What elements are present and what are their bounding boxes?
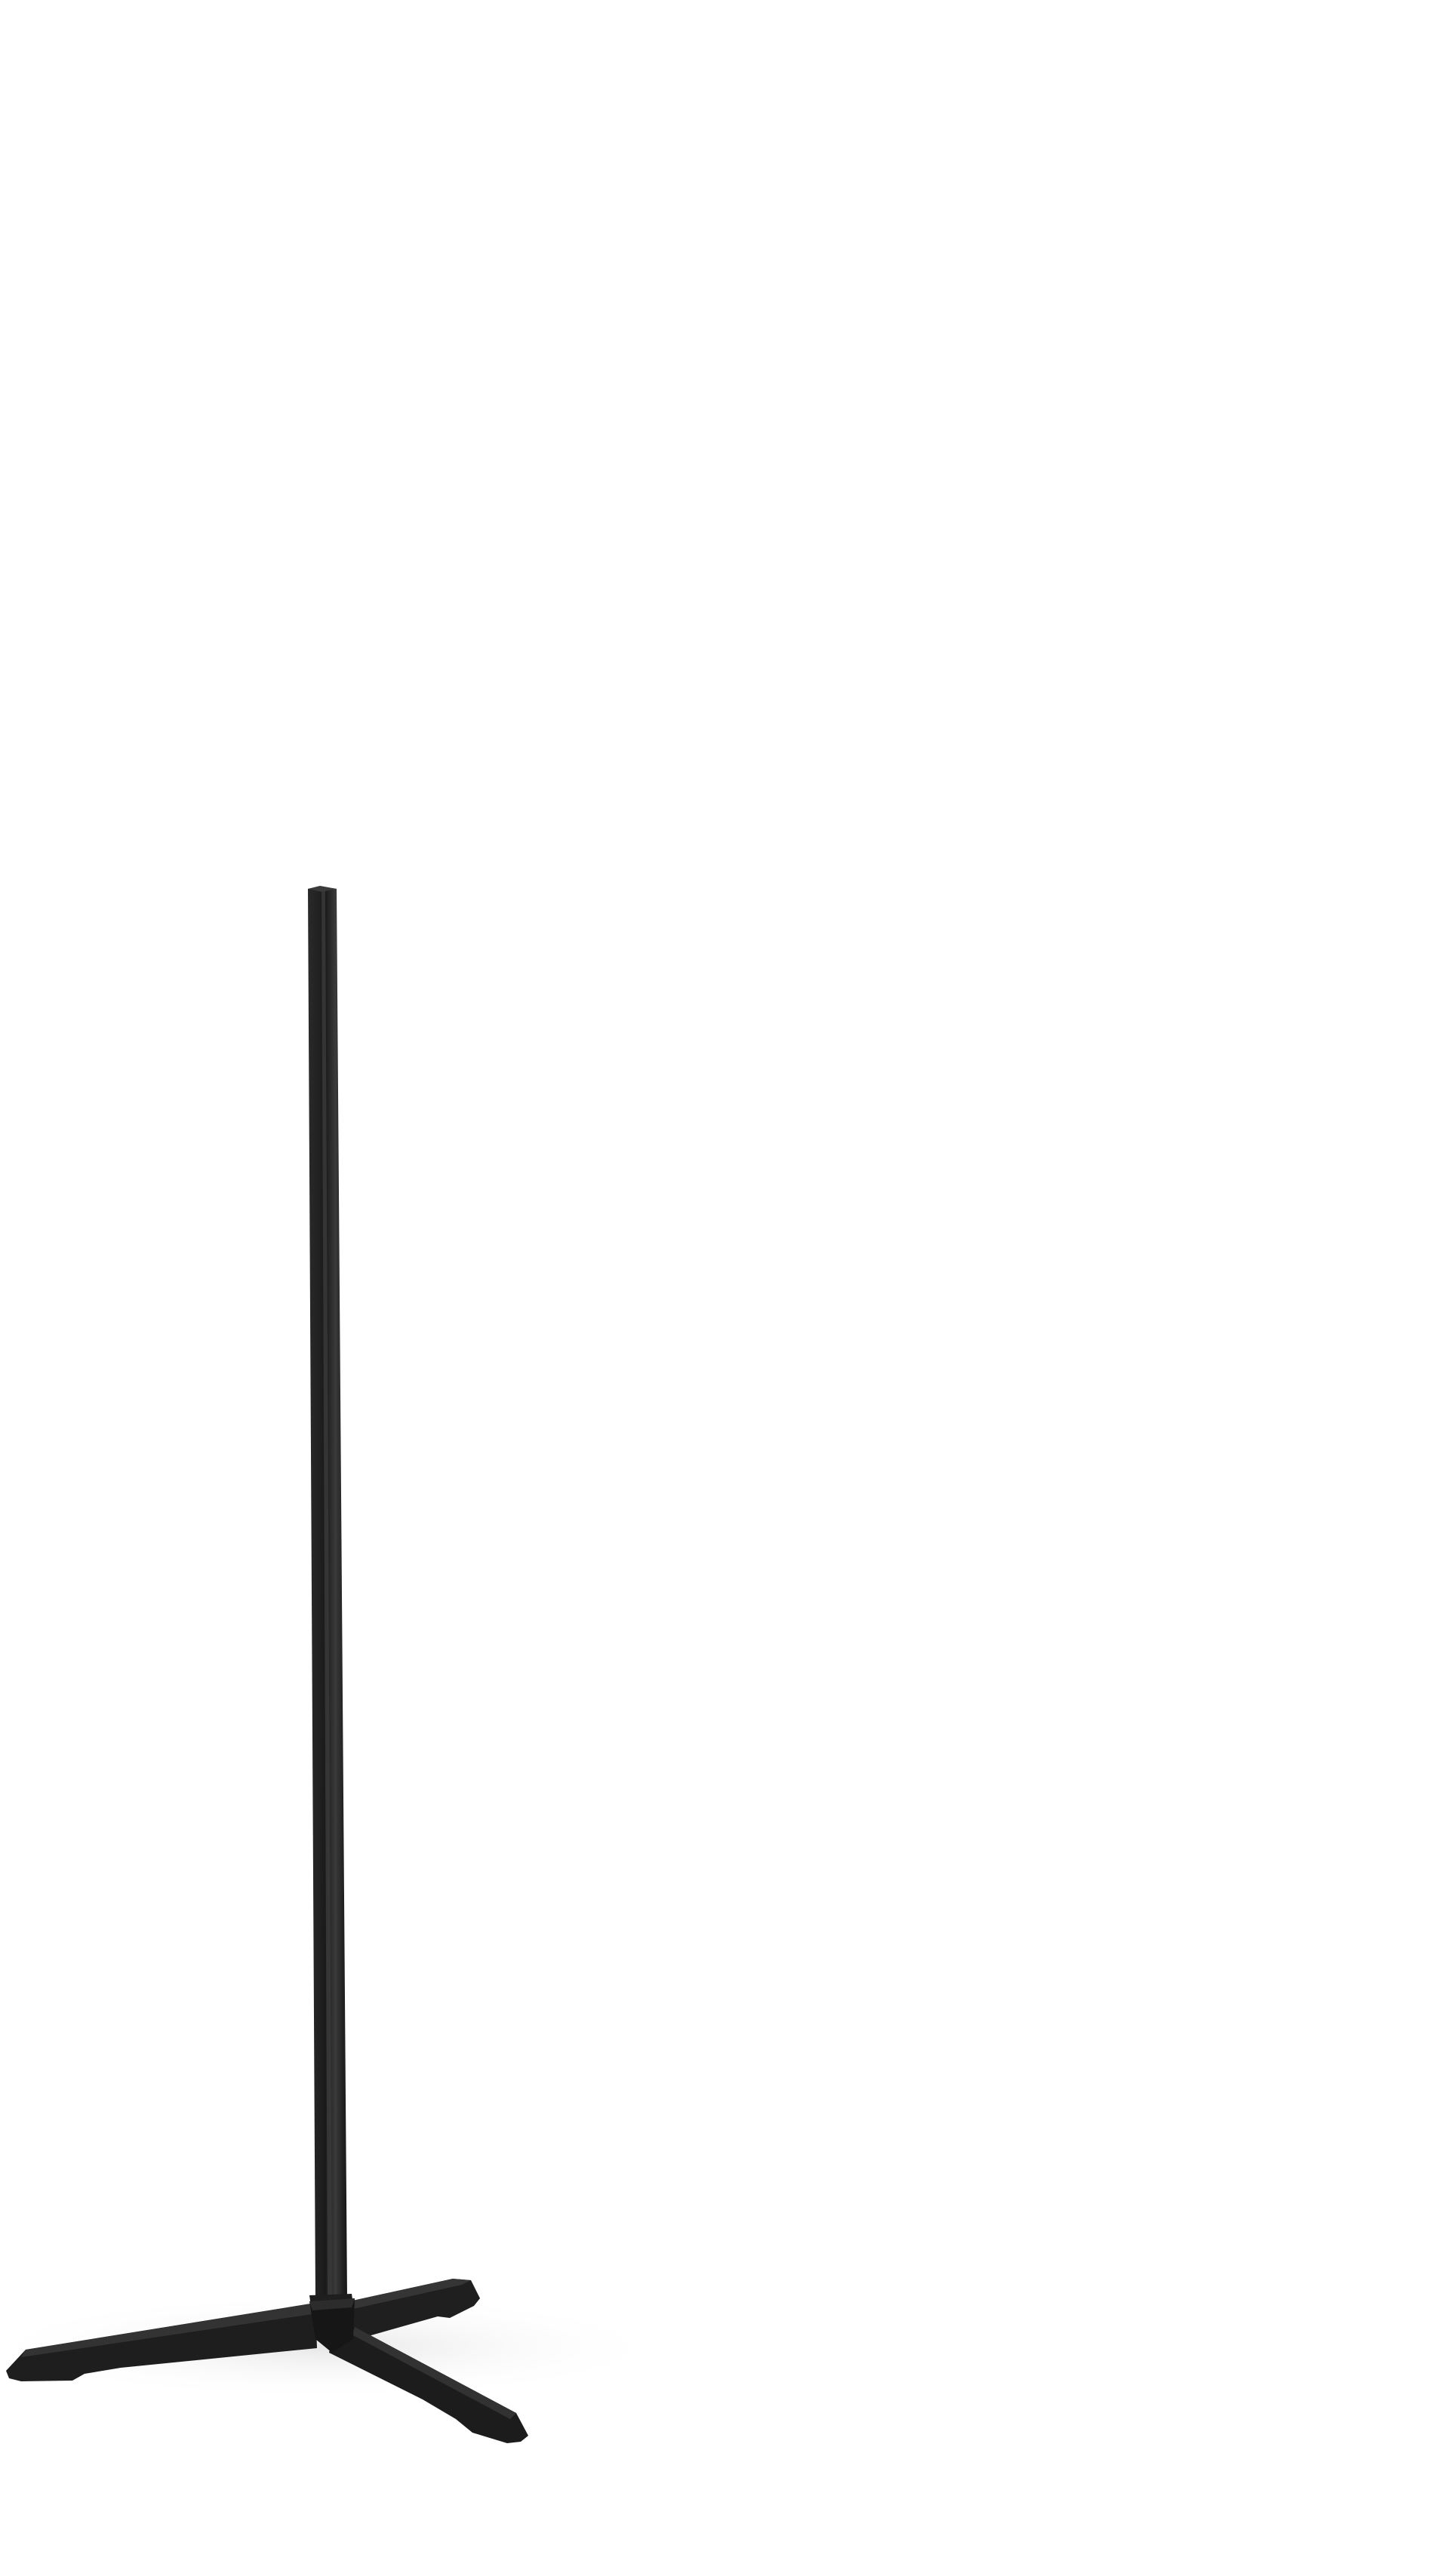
- lamp-pole: [308, 886, 347, 2300]
- tripod-base: [6, 2279, 528, 2443]
